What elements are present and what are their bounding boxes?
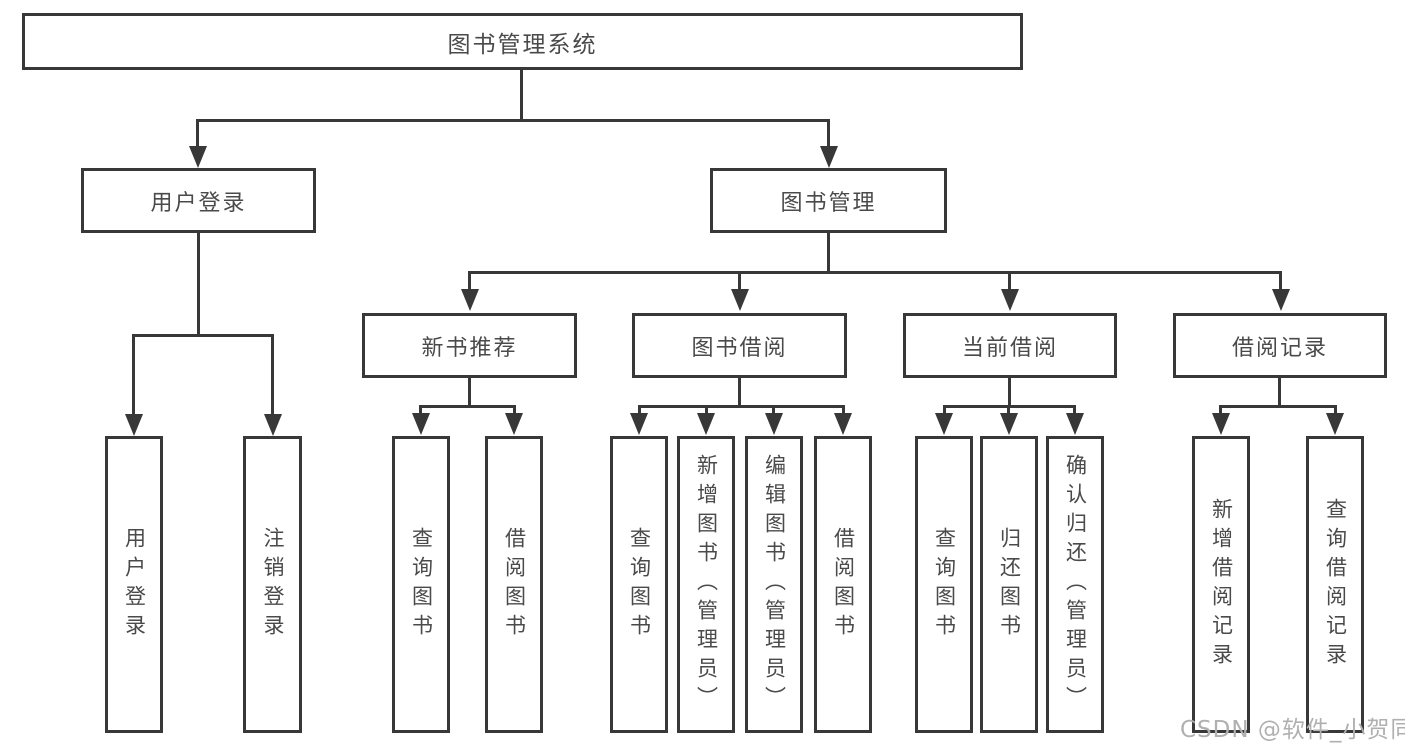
arrow-to-leaf-add-borrow-record [1212, 413, 1230, 435]
connector-current-borrow-drop [1008, 378, 1011, 408]
connector-stub [638, 405, 641, 415]
leaf-add-book-admin: 新增图书（管理员） [677, 436, 735, 733]
arrow-to-leaf-logout [264, 414, 282, 436]
connector-stub [842, 405, 845, 415]
arrow-to-leaf-return-book [1000, 413, 1018, 435]
connector-book-mgmt-hbar [468, 271, 1282, 274]
connector-leaf-logout-stub [271, 334, 274, 416]
arrow-to-leaf-query-book-1 [412, 413, 430, 435]
leaf-borrow-book-2: 借阅图书 [814, 436, 872, 733]
node-system-root: 图书管理系统 [22, 13, 1023, 70]
node-current-borrowing: 当前借阅 [903, 313, 1117, 378]
connector-stub [1073, 405, 1076, 415]
arrow-to-current-borrowing [1001, 289, 1019, 311]
connector-new-book-stub [468, 271, 471, 289]
connector-stub [1219, 405, 1222, 415]
leaf-return-book: 归还图书 [980, 436, 1038, 733]
arrow-to-leaf-borrow-book-1 [505, 413, 523, 435]
connector-stub [513, 405, 516, 415]
connector-current-borrow-stub [1008, 271, 1011, 289]
node-new-book-recommend: 新书推荐 [362, 313, 577, 378]
connector-book-borrow-stub [738, 271, 741, 289]
node-book-management: 图书管理 [710, 168, 947, 233]
connector-stub [943, 405, 946, 415]
arrow-to-leaf-edit-book [765, 413, 783, 435]
arrow-to-book-borrowing [731, 289, 749, 311]
connector-book-borrow-hbar [638, 405, 845, 408]
arrow-to-leaf-borrow-book-2 [834, 413, 852, 435]
connector-borrow-records-drop [1278, 378, 1281, 408]
node-borrowing-records: 借阅记录 [1173, 313, 1387, 378]
connector-root-drop [520, 69, 523, 121]
arrow-to-borrowing-records [1272, 289, 1290, 311]
arrow-to-leaf-query-book-3 [935, 413, 953, 435]
arrow-to-user-login [189, 146, 207, 168]
connector-book-mgmt-stub [827, 119, 830, 149]
arrow-to-new-book-recommend [461, 289, 479, 311]
leaf-user-login: 用户登录 [105, 436, 163, 733]
arrow-to-leaf-login [125, 414, 143, 436]
leaf-confirm-return-admin: 确认归还（管理员） [1046, 436, 1104, 733]
connector-user-login-hbar [132, 334, 274, 337]
arrow-to-leaf-add-book [697, 413, 715, 435]
arrow-to-leaf-query-book-2 [630, 413, 648, 435]
csdn-watermark: CSDN @软件_小贺同学 [1180, 717, 1405, 743]
connector-user-login-drop [197, 233, 200, 337]
connector-user-login-stub [196, 119, 199, 149]
connector-root-hbar [196, 119, 830, 122]
leaf-logout: 注销登录 [243, 436, 302, 733]
leaf-query-book-3: 查询图书 [915, 436, 973, 733]
leaf-query-book-2: 查询图书 [610, 436, 668, 733]
connector-leaf-login-stub [132, 334, 135, 416]
arrow-to-book-management [820, 146, 838, 168]
leaf-borrow-book-1: 借阅图书 [485, 436, 543, 733]
connector-stub [1007, 405, 1010, 415]
connector-stub [1334, 405, 1337, 415]
connector-stub [419, 405, 422, 415]
leaf-add-borrow-record: 新增借阅记录 [1192, 436, 1250, 733]
node-user-login: 用户登录 [81, 168, 316, 233]
leaf-query-book-1: 查询图书 [392, 436, 450, 733]
connector-borrow-records-stub [1279, 271, 1282, 289]
connector-stub [772, 405, 775, 415]
leaf-edit-book-admin: 编辑图书（管理员） [745, 436, 803, 733]
leaf-query-borrow-record: 查询借阅记录 [1306, 436, 1364, 733]
connector-borrow-records-hbar [1219, 405, 1337, 408]
connector-new-book-drop [468, 378, 471, 408]
connector-book-mgmt-drop [827, 233, 830, 274]
arrow-to-leaf-query-borrow-record [1326, 413, 1344, 435]
connector-stub [705, 405, 708, 415]
node-book-borrowing: 图书借阅 [632, 313, 847, 378]
arrow-to-leaf-confirm-return [1066, 413, 1084, 435]
connector-book-borrow-drop [738, 378, 741, 408]
connector-new-book-hbar [419, 405, 516, 408]
